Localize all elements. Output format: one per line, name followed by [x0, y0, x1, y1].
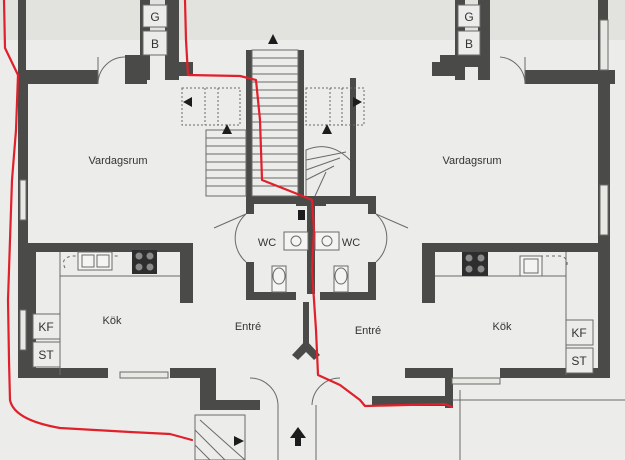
- storage-label-st-right: ST: [571, 354, 587, 368]
- red-line-left: [2, 0, 194, 442]
- room-label-entre-right: Entré: [355, 325, 381, 337]
- room-label-kok-left: Kök: [103, 315, 122, 327]
- paper-shade-top: [0, 0, 625, 40]
- arrow-up-icon: [322, 124, 332, 134]
- thin-lines: [19, 4, 625, 460]
- storage-label-g-left: G: [150, 10, 159, 24]
- room-label-vardagsrum-right: Vardagsrum: [442, 155, 501, 167]
- arrow-right-icon: [234, 436, 244, 446]
- storage-label-b-left: B: [151, 37, 159, 51]
- red-annotation: [2, 0, 454, 442]
- arrow-right-icon: [353, 97, 362, 107]
- arrow-up-icon: [222, 124, 232, 134]
- stair-marker: [298, 210, 305, 220]
- room-label-vardagsrum-left: Vardagsrum: [88, 155, 147, 167]
- stove-left: [132, 250, 157, 274]
- stair-arrows: [183, 34, 362, 446]
- storage-label-kf-left: KF: [38, 320, 53, 334]
- entrance-arrow-icon: [290, 427, 306, 438]
- labels: G B G B Vardagsrum Vardagsrum WC WC Kök …: [38, 10, 587, 368]
- room-label-kok-right: Kök: [493, 321, 512, 333]
- stove-right: [462, 252, 488, 276]
- arrow-up-icon: [268, 34, 278, 44]
- arrow-left-icon: [183, 97, 192, 107]
- storage-label-g-right: G: [464, 10, 473, 24]
- storage-label-b-right: B: [465, 37, 473, 51]
- red-line-right: [183, 0, 454, 409]
- storage-label-st-left: ST: [38, 348, 54, 362]
- room-label-entre-left: Entré: [235, 321, 261, 333]
- room-label-wc-left: WC: [258, 237, 276, 249]
- room-label-wc-right: WC: [342, 237, 360, 249]
- storage-label-kf-right: KF: [571, 326, 586, 340]
